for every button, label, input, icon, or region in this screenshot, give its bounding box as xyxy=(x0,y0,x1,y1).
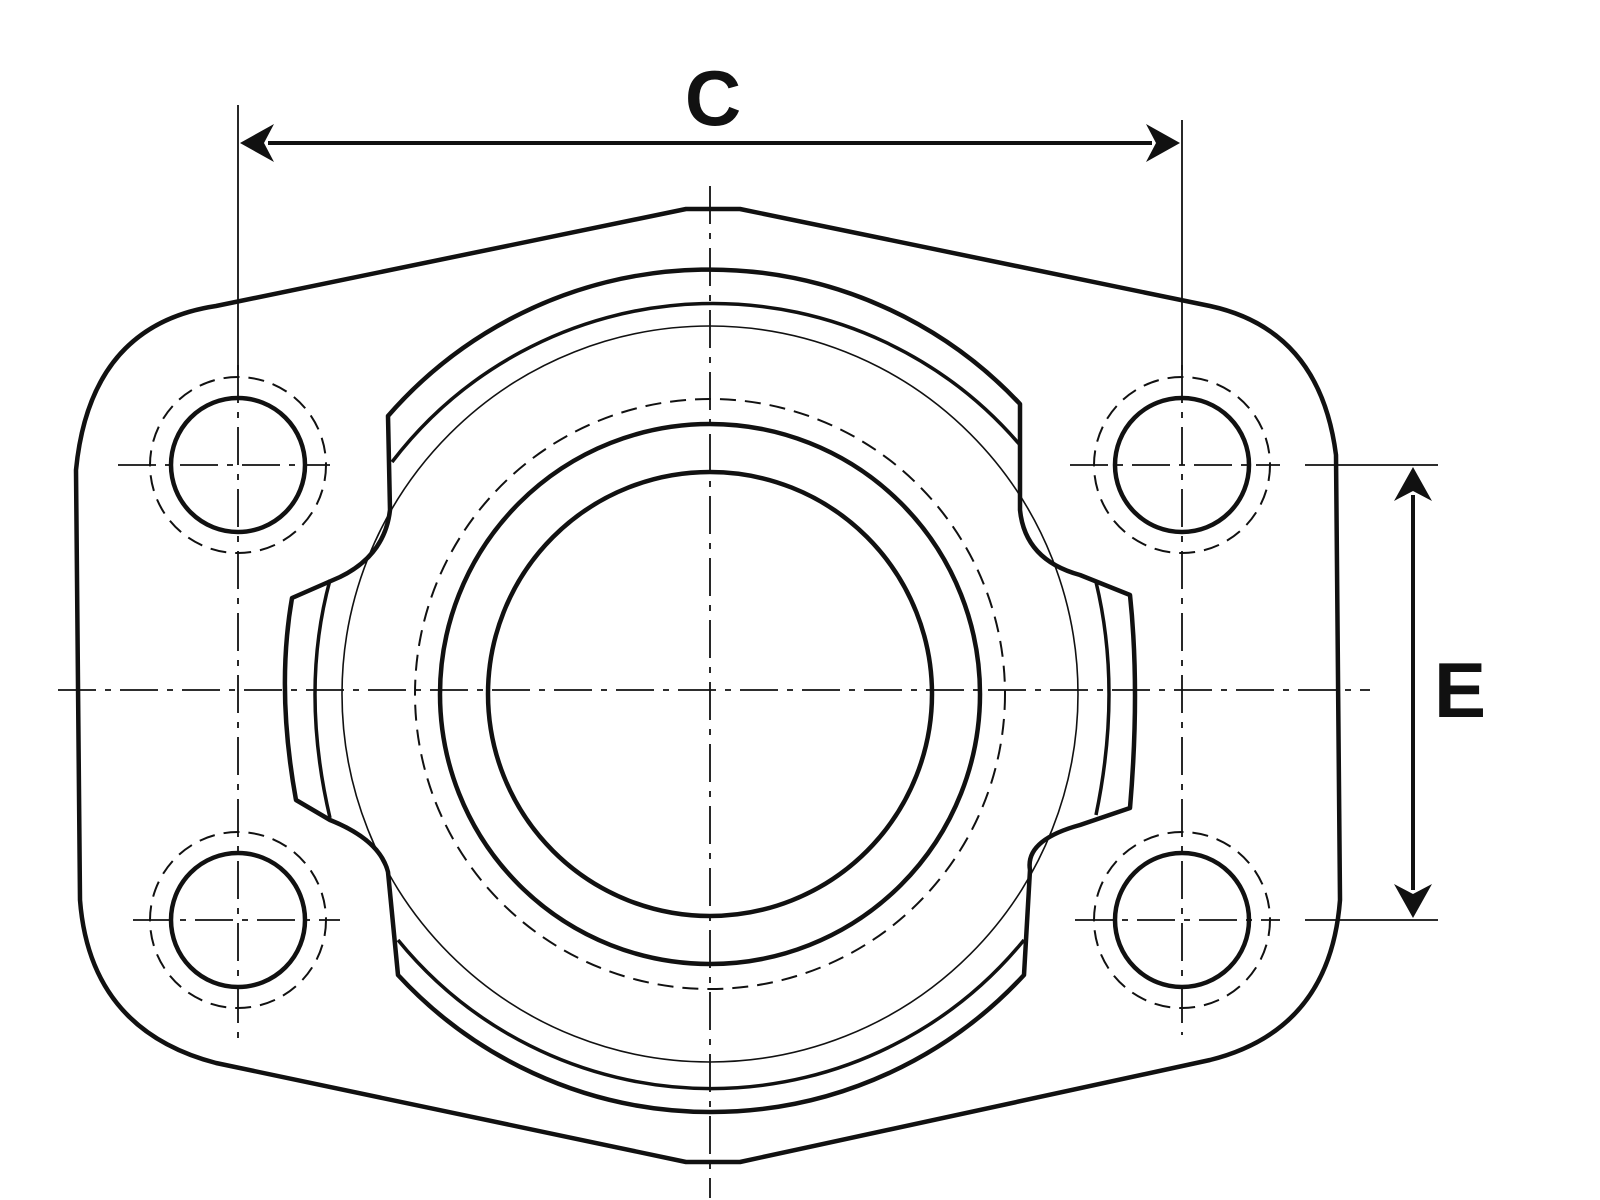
flange-body-outline xyxy=(73,206,1343,1165)
dimension-e-arrow-bottom xyxy=(1394,884,1432,918)
boss-upper-ring xyxy=(390,301,1022,464)
dimension-c-arrow-left xyxy=(240,124,274,162)
dimension-e-label: E xyxy=(1434,646,1486,734)
dimension-c-label: C xyxy=(685,54,741,142)
left-lobe-inner-curve xyxy=(313,579,332,819)
dimension-e-arrow-top xyxy=(1394,467,1432,501)
dimension-e: E xyxy=(1305,464,1486,921)
boss-lower-ring xyxy=(396,938,1026,1091)
right-lobe-inner-curve xyxy=(1094,581,1111,816)
dimension-c-arrow-right xyxy=(1146,124,1180,162)
bolt-hole-bottom-right xyxy=(1093,831,1271,1009)
dimension-c: C xyxy=(237,54,1183,370)
boss-outer-contour xyxy=(282,267,1138,1115)
bolt-hole-bottom-left xyxy=(149,831,327,1009)
